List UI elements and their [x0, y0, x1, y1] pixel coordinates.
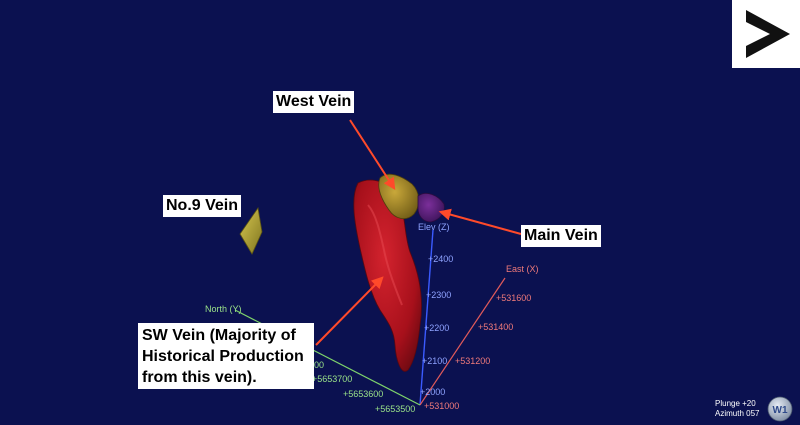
globe-icon[interactable]: W1	[767, 396, 793, 422]
elev-tick: +2000	[420, 387, 445, 397]
elev-tick: +2300	[426, 290, 451, 300]
east-tick: +531600	[496, 293, 531, 303]
play-arrow-logo-icon	[746, 10, 790, 58]
globe-label: W1	[773, 405, 788, 416]
elevation-axis	[419, 229, 434, 406]
north-tick: +5653500	[375, 404, 415, 414]
north-tick: +5653600	[343, 389, 383, 399]
west-vein-callout: West Vein	[273, 91, 355, 113]
azimuth-readout: Azimuth 057	[715, 409, 760, 418]
elev-tick: +2100	[422, 356, 447, 366]
east-tick: +531400	[478, 322, 513, 332]
north-axis-label: North (Y)	[205, 304, 242, 314]
sw-vein-arrow	[315, 276, 384, 346]
sw-vein-callout: SW Vein (Majority of Historical Producti…	[138, 323, 314, 389]
elev-tick: +2200	[424, 323, 449, 333]
east-axis-label: East (X)	[506, 264, 539, 274]
no9-vein-callout: No.9 Vein	[163, 195, 242, 217]
east-tick: +531200	[455, 356, 490, 366]
view-orientation-readout: Plunge +20 Azimuth 057	[715, 399, 759, 419]
elev-tick: +2400	[428, 254, 453, 264]
plunge-readout: Plunge +20	[715, 399, 756, 408]
main-vein-arrow	[438, 208, 522, 235]
sw-vein-highlight	[367, 204, 403, 306]
main-vein-body	[417, 193, 445, 223]
main-vein-callout: Main Vein	[521, 225, 601, 247]
east-axis	[419, 277, 506, 406]
north-tick: 00	[314, 360, 324, 370]
no9-vein-body	[239, 206, 263, 255]
north-tick: +5653700	[312, 374, 352, 384]
company-logo	[732, 0, 800, 68]
east-tick: +531000	[424, 401, 459, 411]
elev-axis-label: Elev (Z)	[418, 222, 450, 232]
west-vein-arrow	[349, 119, 396, 191]
